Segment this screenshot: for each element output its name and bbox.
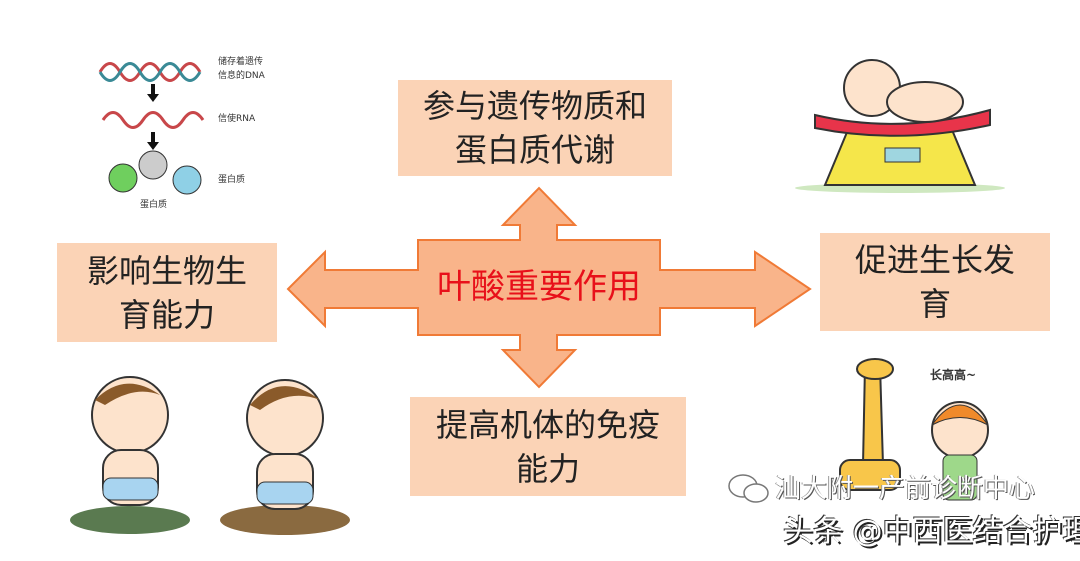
rna-label: 信使RNA xyxy=(218,114,256,124)
box-bottom-line2: 能力 xyxy=(515,449,580,488)
box-top-line2: 蛋白质代谢 xyxy=(454,131,615,169)
dna-label-1: 储存着遗传 xyxy=(218,57,264,67)
box-bottom-line1: 提高机体的免疫 xyxy=(435,405,660,444)
box-left-line1: 影响生物生 xyxy=(86,251,247,290)
sad-babies-illustration xyxy=(70,376,350,535)
box-right-line2: 育 xyxy=(918,285,951,323)
box-left-line2: 育能力 xyxy=(118,295,215,334)
toutiao-watermark: 头条 @中西医结合护理 xyxy=(783,514,1080,549)
baby-on-scale-illustration xyxy=(795,59,1005,193)
center-label: 叶酸重要作用 xyxy=(437,267,641,307)
box-immunity: 提高机体的免疫能力 xyxy=(410,397,686,496)
box-fertility: 影响生物生育能力 xyxy=(57,243,277,342)
giraffe-speech: 长高高~ xyxy=(930,368,977,382)
dna-label-2: 信息的DNA xyxy=(218,71,265,81)
protein-label-bottom: 蛋白质 xyxy=(140,200,168,210)
box-top-line1: 参与遗传物质和 xyxy=(422,87,647,125)
dna-protein-illustration xyxy=(98,62,205,195)
giraffe-child-illustration xyxy=(839,358,989,501)
wechat-icon xyxy=(728,474,769,503)
wechat-watermark: 汕大附一产前诊断中心 xyxy=(775,474,1036,504)
protein-label-right: 蛋白质 xyxy=(218,175,246,185)
arrow-shape xyxy=(286,186,812,389)
box-genetic-metabolism: 参与遗传物质和蛋白质代谢 xyxy=(398,80,672,176)
box-growth: 促进生长发育 xyxy=(820,233,1050,331)
box-right-line1: 促进生长发 xyxy=(854,241,1015,279)
